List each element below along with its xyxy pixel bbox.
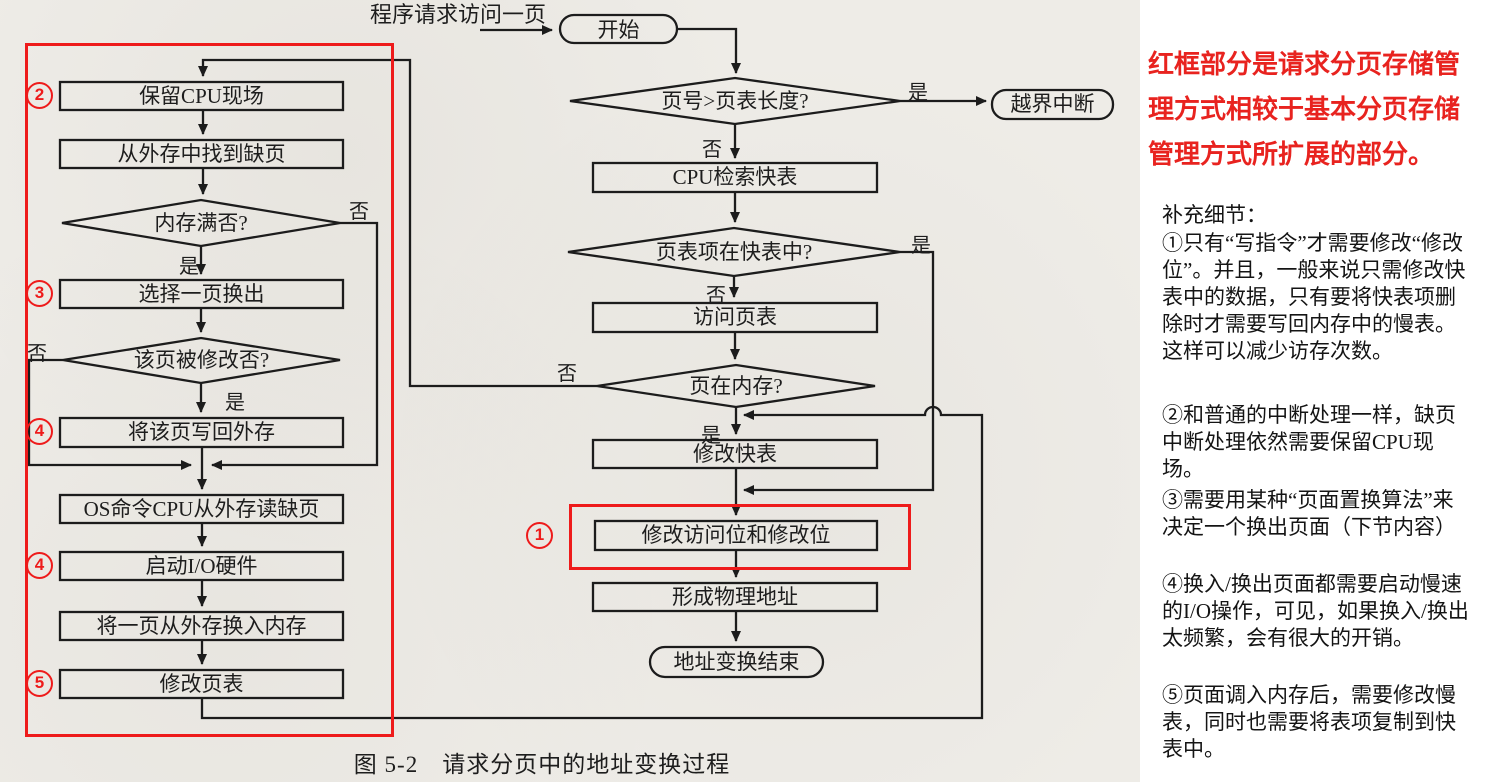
badge-5-modify-pt: 5 (26, 670, 53, 697)
node-check-bounds: 页号>页表长度? (661, 89, 809, 113)
node-form-physical-address: 形成物理地址 (672, 585, 798, 609)
node-save-cpu: 保留CPU现场 (139, 84, 264, 108)
node-modify-bits: 修改访问位和修改位 (641, 523, 831, 547)
end-oval (648, 645, 825, 679)
node-swap-in: 将一页从外存换入内存 (96, 614, 307, 638)
annotation-panel (1140, 0, 1502, 782)
node-modify-tlb: 修改快表 (693, 442, 777, 466)
node-out-of-bounds: 越界中断 (1010, 92, 1095, 116)
edge-yes-check-bounds: 是 (908, 82, 928, 104)
edge-no-check-bounds: 否 (702, 139, 722, 161)
badge-4-start-io: 4 (26, 552, 53, 579)
edge-no-memory-full: 否 (349, 201, 369, 223)
edge-no-page-modified: 否 (27, 343, 47, 365)
supplement-item-3: ③需要用某种“页面置换算法”来决定一个换出页面（下节内容） (1162, 488, 1456, 539)
node-access-page-table: 访问页表 (693, 305, 777, 329)
node-write-back: 将该页写回外存 (128, 420, 275, 444)
supplement-title: 补充细节： (1162, 203, 1267, 227)
node-end: 地址变换结束 (673, 650, 800, 674)
badge-2-save-cpu: 2 (26, 82, 53, 109)
node-find-page: 从外存中找到缺页 (117, 142, 286, 166)
flow-shapes (27, 13, 1115, 720)
page-modified-diamond (62, 336, 341, 385)
scan-background (0, 0, 1140, 782)
edge-yes-page-modified: 是 (225, 392, 245, 414)
node-page-modified: 该页被修改否? (133, 348, 270, 372)
badge-1-modify-bits: 1 (526, 522, 553, 549)
return-line (200, 405, 984, 720)
badge-4-write-back: 4 (26, 418, 53, 445)
entry-label: 程序请求访问一页 (369, 2, 546, 27)
supplement-item-5: ⑤页面调入内存后，需要修改慢表，同时也需要将表项复制到快表中。 (1162, 683, 1456, 761)
supplement-item-4: ④换入/换出页面都需要启动慢速的I/O操作，可见，如果换入/换出太频繁，会有很大… (1162, 572, 1469, 650)
node-search-tlb: CPU检索快表 (672, 165, 798, 189)
out-of-bounds-oval (990, 88, 1115, 121)
node-select-page-out: 选择一页换出 (138, 282, 265, 306)
red-frame-extended-part (25, 43, 394, 737)
edge-no-page-in-memory: 否 (557, 363, 577, 385)
node-page-in-memory: 页在内存? (689, 374, 783, 398)
red-note: 红框部分是请求分页存储管理方式相较于基本分页存储管理方式所扩展的部分。 (1148, 49, 1461, 169)
edge-yes-memory-full: 是 (179, 256, 199, 278)
find-page-box (58, 138, 345, 170)
supplement-item-1: ①只有“写指令”才需要修改“修改位”。并且，一般来说只需修改快表中的数据，只有要… (1162, 231, 1466, 363)
badge-3-select-page: 3 (26, 280, 53, 307)
edge-yes-in-tlb: 是 (911, 235, 931, 257)
save-cpu-box (58, 80, 345, 112)
supplement-item-2: ②和普通的中断处理一样，缺页中断处理依然需要保留CPU现场。 (1162, 403, 1456, 481)
node-start: 开始 (597, 18, 640, 42)
page-in-memory-diamond (596, 363, 876, 409)
node-in-tlb: 页表项在快表中? (655, 240, 813, 264)
node-modify-page-table: 修改页表 (159, 672, 244, 696)
node-memory-full: 内存满否? (154, 211, 248, 235)
edge-yes-page-in-memory: 是 (701, 425, 721, 447)
node-start-io: 启动I/O硬件 (145, 554, 258, 578)
edge-no-in-tlb: 否 (706, 285, 726, 307)
figure-caption: 图 5-2 请求分页中的地址变换过程 (353, 752, 731, 777)
node-os-read-page: OS命令CPU从外存读缺页 (83, 497, 320, 521)
